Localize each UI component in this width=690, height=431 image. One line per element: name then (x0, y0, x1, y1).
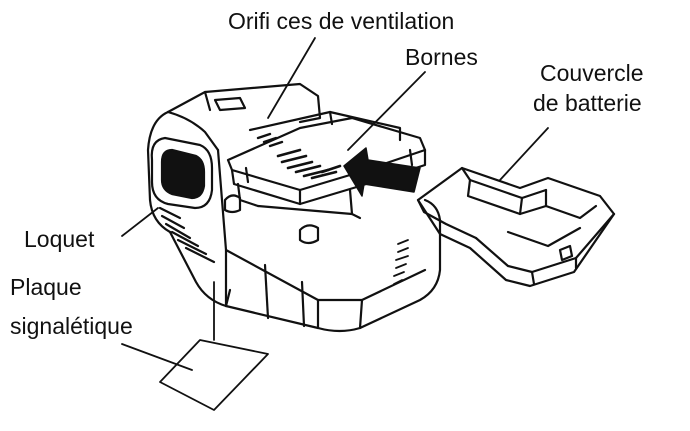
plate-label-line2: signalétique (10, 313, 133, 339)
vents-label: Orifi ces de ventilation (228, 8, 455, 34)
cover-label-line2: de batterie (533, 90, 642, 116)
terminals-leader (347, 71, 426, 151)
arrow-left-icon (343, 147, 421, 197)
battery-cover (416, 166, 616, 288)
latch (150, 136, 214, 210)
cover-label-line1: Couvercle (540, 60, 644, 86)
latch-leader (121, 207, 159, 237)
leader-lines (121, 37, 549, 371)
vents-leader (267, 37, 316, 119)
cover-leader (499, 127, 549, 181)
plate-label-line1: Plaque (10, 274, 82, 300)
plate-leader (121, 343, 193, 371)
latch-label: Loquet (24, 226, 95, 252)
terminals-label: Bornes (405, 44, 478, 70)
terminal-deck (226, 110, 427, 220)
nameplate (159, 339, 269, 411)
